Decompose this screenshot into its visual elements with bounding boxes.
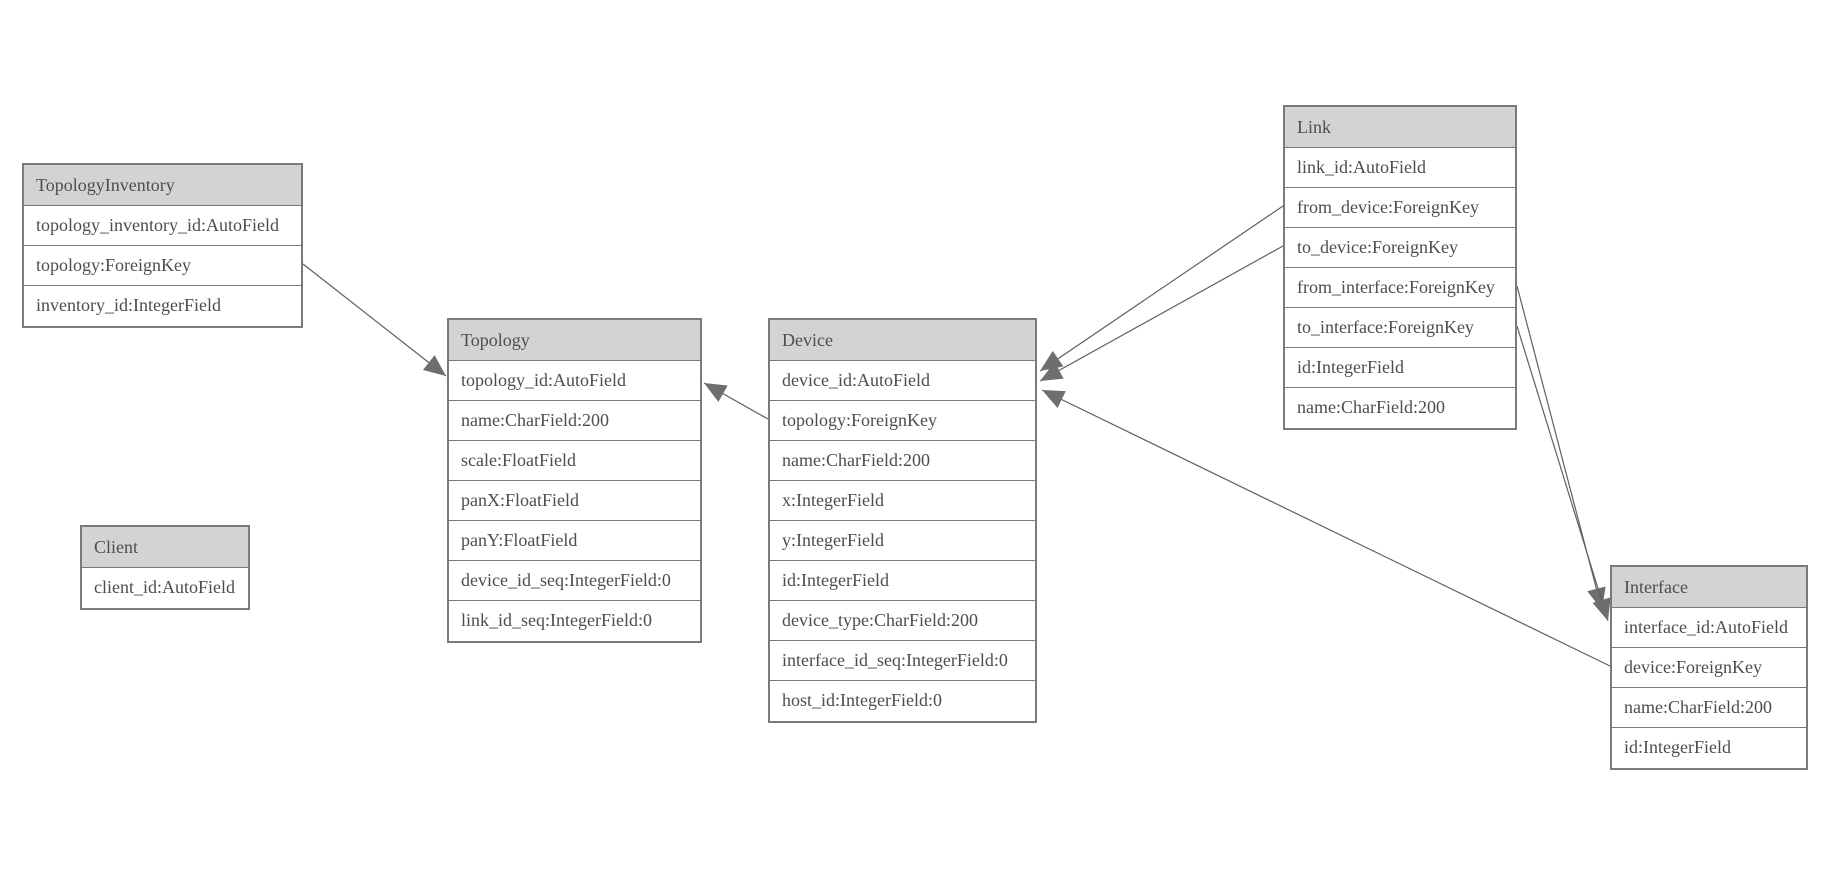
entity-field: interface_id:AutoField xyxy=(1612,608,1806,648)
entity-field: interface_id_seq:IntegerField:0 xyxy=(770,641,1035,681)
entity-field: device:ForeignKey xyxy=(1612,648,1806,688)
entity-field: name:CharField:200 xyxy=(449,401,700,441)
entity-field: link_id:AutoField xyxy=(1285,148,1515,188)
entity-field: device_id:AutoField xyxy=(770,361,1035,401)
entity-field: name:CharField:200 xyxy=(770,441,1035,481)
entity-field: name:CharField:200 xyxy=(1612,688,1806,728)
entity-field: panX:FloatField xyxy=(449,481,700,521)
edge-link-to_device-device xyxy=(1039,245,1284,382)
edge-link-to_interface-interface xyxy=(1516,325,1611,622)
edge-link-from_device-device xyxy=(1039,205,1284,372)
entity-field: id:IntegerField xyxy=(1624,737,1731,757)
entity-field: topology_inventory_id:AutoField xyxy=(24,206,301,246)
entity-field: to_device:ForeignKey xyxy=(1285,228,1515,268)
entity-field: to_interface:ForeignKey xyxy=(1285,308,1515,348)
entity-field: topology:ForeignKey xyxy=(24,246,301,286)
entity-field: topology:ForeignKey xyxy=(770,401,1035,441)
entity-title: Interface xyxy=(1612,567,1806,608)
entity-field: y:IntegerField xyxy=(770,521,1035,561)
entity-field: device_type:CharField:200 xyxy=(770,601,1035,641)
entity-field: x:IntegerField xyxy=(770,481,1035,521)
entity-title: Topology xyxy=(449,320,700,361)
entity-field: id:IntegerField xyxy=(1285,348,1515,388)
edge-device-topology xyxy=(703,382,769,420)
entity-title: Client xyxy=(82,527,248,568)
entity-client: Client client_id:AutoField xyxy=(80,525,250,610)
entity-field: topology_id:AutoField xyxy=(449,361,700,401)
entity-field: name:CharField:200 xyxy=(1297,397,1445,417)
entity-field: panY:FloatField xyxy=(449,521,700,561)
entity-title: Link xyxy=(1285,107,1515,148)
edge-lines xyxy=(302,205,1611,667)
entity-field: device_id_seq:IntegerField:0 xyxy=(449,561,700,601)
entity-title: TopologyInventory xyxy=(24,165,301,206)
entity-field: id:IntegerField xyxy=(770,561,1035,601)
entity-field: inventory_id:IntegerField xyxy=(36,295,221,315)
entity-field: from_interface:ForeignKey xyxy=(1285,268,1515,308)
entity-field: client_id:AutoField xyxy=(94,577,235,597)
entity-field: link_id_seq:IntegerField:0 xyxy=(461,610,652,630)
entity-field: from_device:ForeignKey xyxy=(1285,188,1515,228)
entity-title: Device xyxy=(770,320,1035,361)
edge-interface-device xyxy=(1041,389,1611,667)
entity-field: scale:FloatField xyxy=(449,441,700,481)
entity-field: host_id:IntegerField:0 xyxy=(782,690,942,710)
edge-topologyinventory-topology xyxy=(302,263,447,377)
